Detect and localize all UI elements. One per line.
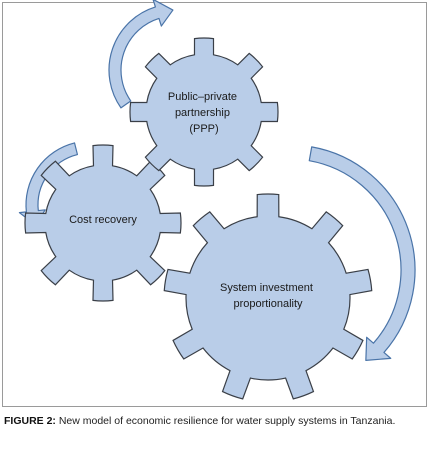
caption-text: New model of economic resilience for wat… [55, 415, 396, 427]
arrow-into-system-investment [308, 146, 416, 361]
gear-system-investment [163, 193, 373, 400]
gear-label-system-investment: System investment proportionality [220, 282, 316, 310]
gear-ppp [129, 37, 279, 187]
arrow-into-ppp [108, 0, 174, 109]
gear-cost-recovery [24, 144, 182, 302]
caption-label: FIGURE 2: [4, 415, 56, 427]
gear-label-cost-recovery: Cost recovery [69, 214, 137, 226]
economic-resilience-diagram: Public–private partnership (PPP) Cost re… [18, 0, 416, 400]
gear-label-ppp: Public–private partnership (PPP) [168, 91, 240, 135]
figure-caption: FIGURE 2: New model of economic resilien… [4, 415, 427, 428]
